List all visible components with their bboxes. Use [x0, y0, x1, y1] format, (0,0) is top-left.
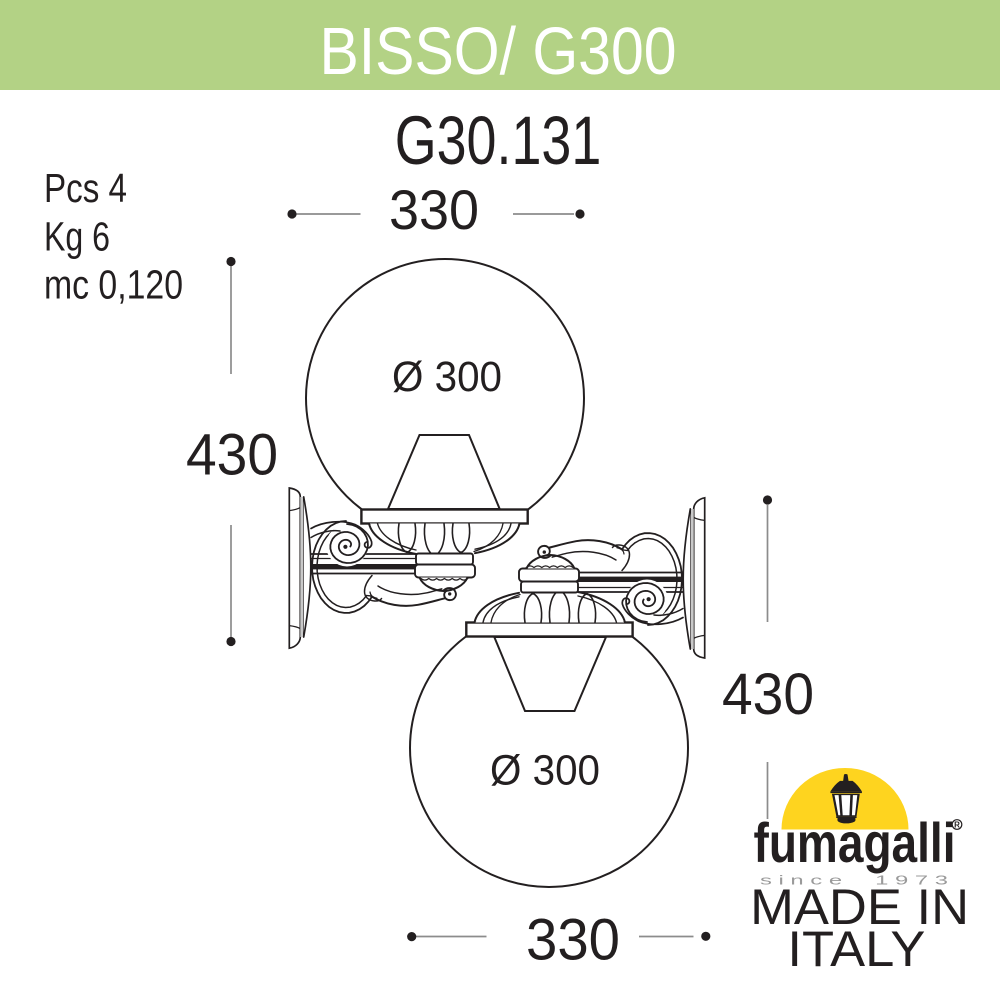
- svg-text:G30.131: G30.131: [395, 102, 602, 179]
- svg-text:MADE IN: MADE IN: [750, 879, 969, 935]
- svg-text:R: R: [954, 821, 960, 830]
- svg-text:Pcs 4: Pcs 4: [44, 165, 127, 211]
- svg-text:430: 430: [722, 662, 814, 727]
- svg-text:330: 330: [389, 178, 479, 241]
- svg-text:fumagalli: fumagalli: [754, 811, 956, 874]
- svg-text:s i n c e 1 9 7 3: s i n c e 1 9 7 3: [760, 873, 948, 888]
- svg-text:mc 0,120: mc 0,120: [44, 262, 183, 308]
- svg-text:Kg 6: Kg 6: [44, 214, 110, 260]
- svg-text:BISSO/ G300: BISSO/ G300: [320, 14, 677, 89]
- svg-text:430: 430: [186, 423, 278, 488]
- svg-text:330: 330: [526, 908, 620, 973]
- svg-text:Ø 300: Ø 300: [392, 353, 502, 401]
- svg-text:Ø 300: Ø 300: [490, 747, 600, 795]
- svg-text:ITALY: ITALY: [787, 921, 925, 977]
